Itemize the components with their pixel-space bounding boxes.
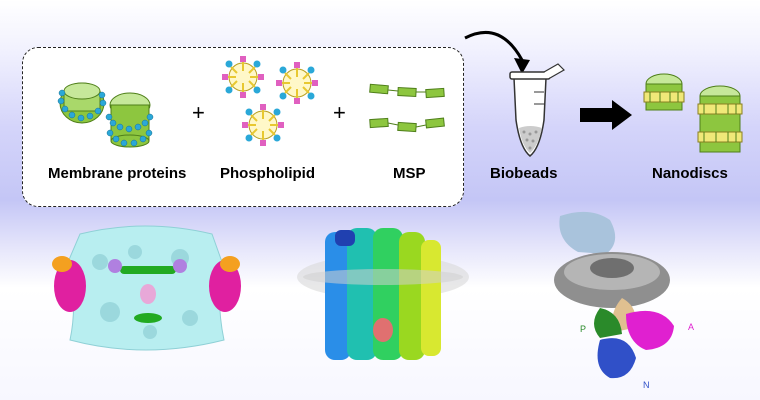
domain-label-p: P [580,324,586,334]
nanodisc-icon [640,60,750,160]
phospholipid-icon [215,55,325,150]
right-arrow-icon [580,100,635,130]
label-msp: MSP [393,165,426,182]
domain-label-n: N [643,380,650,390]
label-nanodiscs: Nanodiscs [652,165,728,182]
cryo-em-map-3 [530,208,730,388]
label-biobeads: Biobeads [490,165,558,182]
biobeads-tube-icon [500,60,570,160]
label-membrane-proteins: Membrane proteins [48,165,186,182]
label-phospholipid: Phospholipid [220,165,315,182]
plus-operator-1: + [192,100,205,126]
cryo-em-map-2 [295,222,470,367]
msp-icon [368,75,453,145]
domain-label-a: A [688,322,694,332]
cryo-em-map-1 [40,222,250,362]
plus-operator-2: + [333,100,346,126]
membrane-protein-icon [50,55,160,150]
